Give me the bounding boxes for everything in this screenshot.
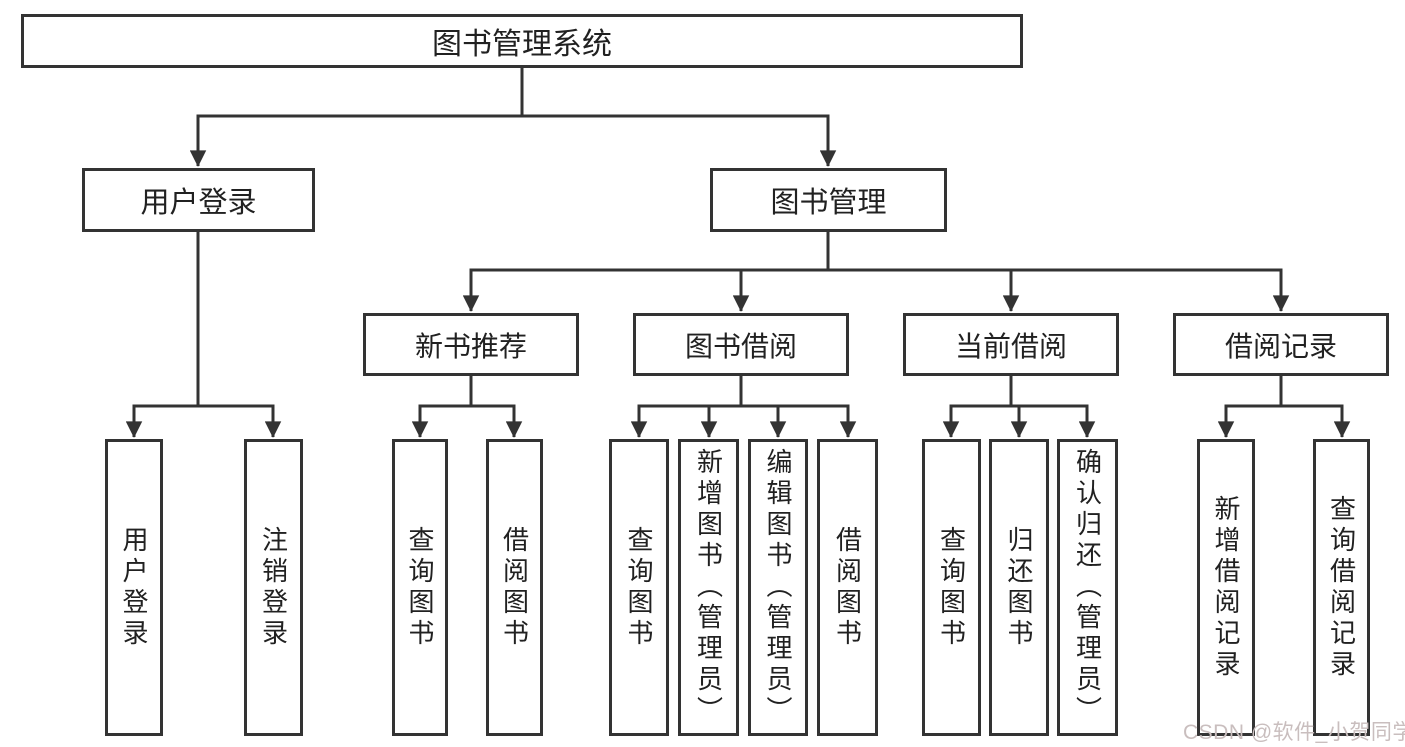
leaf-borrow-query-label: 查询图书 xyxy=(624,525,654,650)
node-user-login-label: 用户登录 xyxy=(140,187,257,219)
leaf-current-confirm-admin: 确认归还（管理员） xyxy=(1057,439,1118,736)
leaf-current-confirm-admin-label: 确认归还（管理员） xyxy=(1072,448,1103,727)
leaf-newbooks-borrow: 借阅图书 xyxy=(486,439,543,736)
node-user-login: 用户登录 xyxy=(82,168,315,232)
csdn-watermark: CSDN @软件_小贺同学 xyxy=(1183,721,1405,744)
node-book-management: 图书管理 xyxy=(710,168,947,232)
leaf-records-query-label: 查询借阅记录 xyxy=(1326,494,1357,681)
node-root-system-label: 图书管理系统 xyxy=(432,28,612,61)
node-new-books-label: 新书推荐 xyxy=(414,330,527,362)
leaf-borrow-edit-admin-label: 编辑图书（管理员） xyxy=(763,448,793,727)
leaf-borrow-book: 借阅图书 xyxy=(817,439,878,736)
leaf-borrow-book-label: 借阅图书 xyxy=(832,525,863,650)
new-books-branch-connector xyxy=(411,376,523,438)
node-current-borrow: 当前借阅 xyxy=(903,313,1119,376)
current-borrow-branch-connector xyxy=(942,376,1096,438)
leaf-user-login-label: 用户登录 xyxy=(119,525,149,650)
borrow-records-branch-connector xyxy=(1217,376,1351,438)
node-book-borrow-label: 图书借阅 xyxy=(684,330,797,362)
node-book-management-label: 图书管理 xyxy=(770,187,887,219)
node-new-books: 新书推荐 xyxy=(363,313,579,376)
leaf-current-return-label: 归还图书 xyxy=(1004,525,1034,650)
node-borrow-records-label: 借阅记录 xyxy=(1224,330,1337,362)
leaf-newbooks-query-label: 查询图书 xyxy=(405,525,435,650)
user-login-branch-connector xyxy=(125,232,282,438)
leaf-borrow-edit-admin: 编辑图书（管理员） xyxy=(748,439,808,736)
leaf-records-add-label: 新增借阅记录 xyxy=(1211,494,1241,681)
book-management-to-level3-connector xyxy=(462,232,1290,312)
leaf-user-login: 用户登录 xyxy=(105,439,163,736)
leaf-newbooks-borrow-label: 借阅图书 xyxy=(499,525,530,650)
root-to-level2-connector xyxy=(189,68,837,167)
leaf-logout: 注销登录 xyxy=(244,439,303,736)
leaf-current-query-label: 查询图书 xyxy=(936,525,967,650)
leaf-current-return: 归还图书 xyxy=(989,439,1049,736)
node-current-borrow-label: 当前借阅 xyxy=(954,330,1067,362)
leaf-borrow-query: 查询图书 xyxy=(609,439,669,736)
leaf-logout-label: 注销登录 xyxy=(258,525,289,650)
book-borrow-branch-connector xyxy=(630,376,857,438)
leaf-current-query: 查询图书 xyxy=(922,439,981,736)
node-book-borrow: 图书借阅 xyxy=(633,313,849,376)
leaf-records-add: 新增借阅记录 xyxy=(1197,439,1255,736)
leaf-newbooks-query: 查询图书 xyxy=(392,439,448,736)
leaf-records-query: 查询借阅记录 xyxy=(1313,439,1370,736)
leaf-borrow-add-admin-label: 新增图书（管理员） xyxy=(693,448,724,727)
node-borrow-records: 借阅记录 xyxy=(1173,313,1389,376)
node-root-system: 图书管理系统 xyxy=(21,14,1023,68)
leaf-borrow-add-admin: 新增图书（管理员） xyxy=(678,439,739,736)
